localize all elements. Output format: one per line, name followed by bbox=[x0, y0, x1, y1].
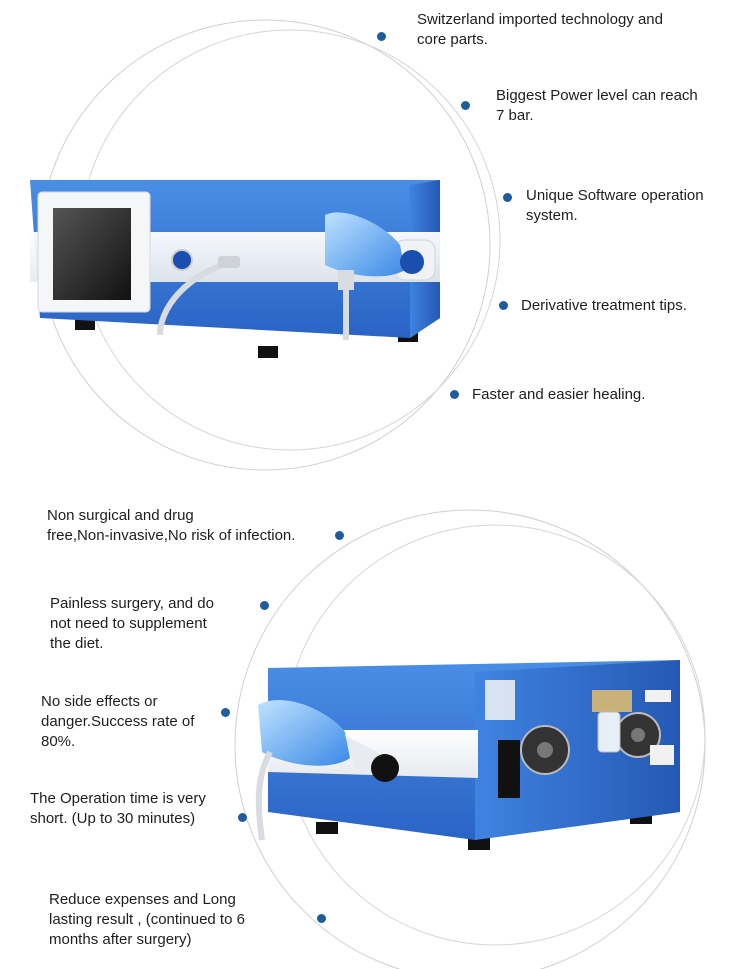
feature-text: Reduce expenses and Long lasting result … bbox=[49, 891, 245, 948]
feature-text: Derivative treatment tips. bbox=[521, 297, 687, 314]
bullet-dot bbox=[317, 914, 326, 923]
feature-text: Unique Software operation system. bbox=[526, 187, 704, 224]
bullet-dot bbox=[238, 813, 247, 822]
device-rear-view bbox=[255, 660, 680, 850]
bullet-dot bbox=[503, 193, 512, 202]
device-front-view bbox=[30, 180, 440, 358]
feature-text: Switzerland imported technology and core… bbox=[417, 11, 663, 48]
bullet-dot bbox=[260, 601, 269, 610]
bullet-dot bbox=[499, 301, 508, 310]
feature-text: No side effects or danger.Success rate o… bbox=[41, 693, 195, 750]
bullet-dot bbox=[377, 32, 386, 41]
bullet-dot bbox=[335, 531, 344, 540]
feature-text: Painless surgery, and do not need to sup… bbox=[50, 595, 214, 652]
feature-text: Faster and easier healing. bbox=[472, 386, 646, 403]
bullet-dot bbox=[221, 708, 230, 717]
feature-text: Non surgical and drug free,Non-invasive,… bbox=[47, 507, 296, 544]
bullet-dot bbox=[461, 101, 470, 110]
feature-text: Biggest Power level can reach 7 bar. bbox=[496, 87, 698, 124]
bullet-dot bbox=[450, 390, 459, 399]
feature-text: The Operation time is very short. (Up to… bbox=[30, 790, 206, 827]
